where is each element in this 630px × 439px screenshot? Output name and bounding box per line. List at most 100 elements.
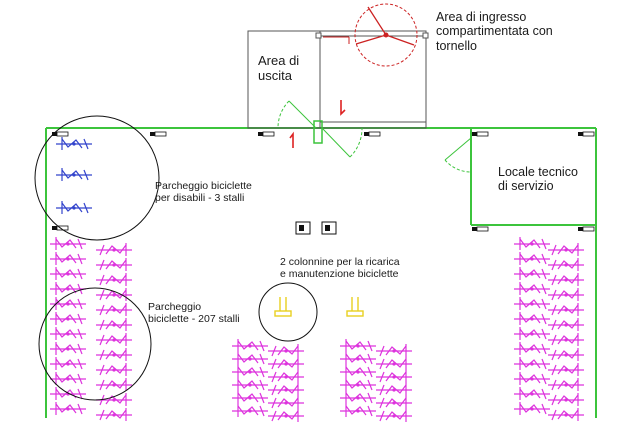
bicycle-seat [541, 313, 547, 325]
bicycle-seat [541, 253, 547, 265]
bicycle-icon [376, 396, 412, 409]
bicycle-icon [50, 387, 86, 400]
bicycle-seat [271, 371, 277, 383]
turnstile-hub [383, 32, 389, 38]
bicycle-frame [557, 319, 579, 330]
bicycle-hub [248, 357, 252, 361]
bicycle-seat [77, 358, 83, 370]
bicycle-seat [551, 319, 557, 331]
bicycle-hub [564, 293, 568, 297]
bicycle-seat [367, 405, 373, 417]
wall-marker [472, 227, 477, 231]
bicycle-hub [112, 278, 116, 282]
bicycle-seat [99, 334, 105, 346]
bicycle-seat [551, 349, 557, 361]
bicycle-hub [66, 347, 70, 351]
bicycle-seat [259, 353, 265, 365]
charging-columns-circle [258, 282, 318, 342]
bicycle-hub [284, 414, 288, 418]
bicycle-seat [551, 379, 557, 391]
bicycle-hub [112, 293, 116, 297]
bicycle-frame [557, 349, 579, 360]
bicycle-seat [77, 388, 83, 400]
door-leaf [444, 137, 472, 161]
bicycle-icon [548, 378, 584, 391]
bicycle-hub [66, 257, 70, 261]
disabled-parking-line-1: Parcheggio biciclette [155, 180, 252, 192]
bicycle-frame [557, 364, 579, 375]
bicycle-seat [83, 138, 89, 150]
arrow-up-icon [289, 131, 294, 148]
column-post [315, 32, 322, 39]
bicycle-hub [564, 248, 568, 252]
bike-racks [50, 137, 584, 422]
bicycle-frame [237, 340, 259, 351]
bicycle-hub [392, 401, 396, 405]
bicycle-frame [55, 253, 77, 264]
bicycle-frame [277, 384, 299, 395]
bicycle-icon [376, 370, 412, 383]
bicycle-seat [541, 343, 547, 355]
bicycle-icon [548, 258, 584, 271]
technical-label-line-1: Locale tecnico [498, 165, 578, 179]
bicycle-hub [72, 142, 76, 146]
bicycle-seat [541, 403, 547, 415]
bicycle-icon [268, 396, 304, 409]
bicycle-hub [112, 353, 116, 357]
wall-marker [52, 132, 57, 136]
door-swing-arc [349, 127, 363, 158]
turnstile-arm [355, 34, 387, 45]
bicycle-hub [72, 206, 76, 210]
bicycle-frame [345, 340, 367, 351]
bicycle-hub [112, 308, 116, 312]
bicycle-hub [66, 332, 70, 336]
bicycle-frame [55, 298, 77, 309]
bicycle-icon [56, 137, 92, 150]
bicycle-hub [356, 370, 360, 374]
bicycle-icon [548, 408, 584, 421]
bicycle-icon [50, 237, 86, 250]
bicycle-hub [66, 407, 70, 411]
bicycle-hub [530, 362, 534, 366]
bicycle-frame [237, 405, 259, 416]
bicycle-frame [277, 397, 299, 408]
charging-base [346, 310, 364, 317]
bicycle-icon [50, 252, 86, 265]
door-leaf [321, 127, 351, 158]
bicycle-seat [541, 298, 547, 310]
ingress-label-line-3: tornello [436, 38, 477, 53]
bicycle-frame [385, 397, 407, 408]
bicycle-frame [105, 274, 127, 285]
bicycle-seat [379, 358, 385, 370]
bicycle-icon [50, 372, 86, 385]
bicycle-icon [232, 391, 268, 404]
bicycle-seat [541, 388, 547, 400]
bicycle-icon [514, 237, 550, 250]
charging-columns [274, 297, 364, 317]
bicycle-hub [392, 414, 396, 418]
bicycle-seat [271, 358, 277, 370]
bicycle-seat [99, 259, 105, 271]
ingress-label-line-2: compartimentata con [436, 24, 553, 39]
bicycle-hub [112, 368, 116, 372]
bicycle-seat [99, 274, 105, 286]
bicycle-hub [530, 242, 534, 246]
exit-label-line-1: Area di [258, 53, 300, 68]
turnstile-sweep-circle [354, 3, 418, 67]
bicycle-icon [96, 363, 132, 376]
bicycle-frame [345, 392, 367, 403]
bicycle-icon [376, 344, 412, 357]
bicycle-seat [259, 405, 265, 417]
bicycle-frame [519, 238, 541, 249]
bicycle-seat [271, 410, 277, 422]
bicycle-seat [541, 373, 547, 385]
bicycle-hub [248, 370, 252, 374]
bicycle-frame [105, 259, 127, 270]
bicycle-hub [564, 383, 568, 387]
bicycle-seat [77, 283, 83, 295]
bicycle-frame [557, 289, 579, 300]
bicycle-frame [237, 366, 259, 377]
bicycle-seat [551, 364, 557, 376]
wall-marker [476, 226, 489, 232]
